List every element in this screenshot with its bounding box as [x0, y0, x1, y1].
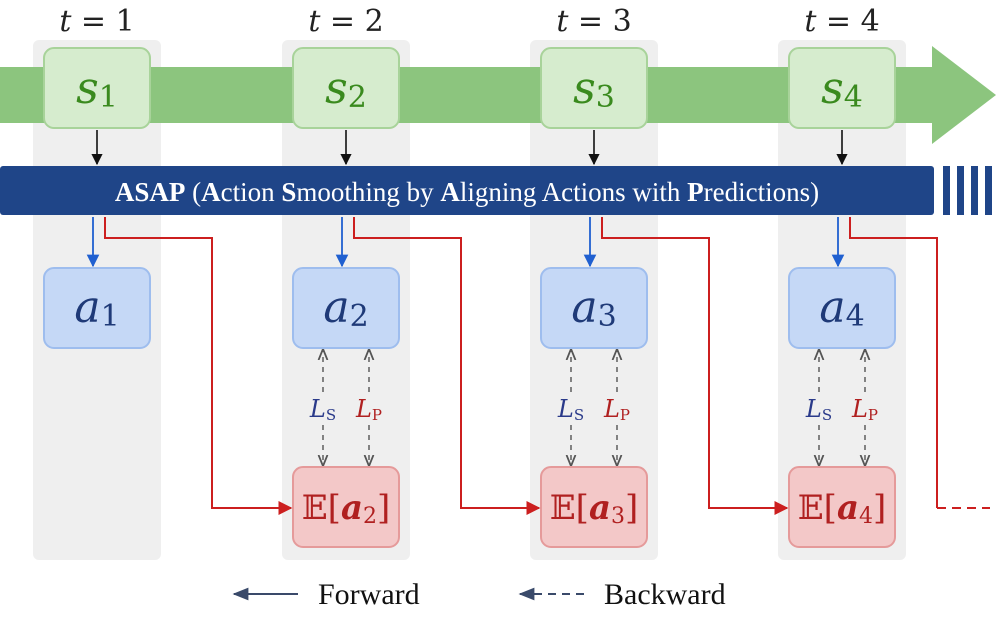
banner-stripe: [943, 166, 950, 215]
prediction-links: [104, 217, 990, 515]
timestep-label: t = 1: [59, 4, 134, 39]
state-label: s4: [821, 63, 863, 115]
state-label: s1: [76, 63, 118, 115]
state-label: s2: [325, 63, 367, 115]
action-label: a4: [819, 282, 864, 334]
state-box: [788, 47, 896, 129]
action-label: a2: [323, 282, 368, 334]
expectation-label: 𝔼[a4]: [798, 488, 886, 529]
banner-text-segment: redictions): [704, 177, 819, 207]
time-flow-band: [0, 46, 996, 144]
action-label: a3: [571, 282, 616, 334]
time-band-body: [0, 67, 932, 123]
banner-stripe: [957, 166, 964, 215]
banner-title: ASAP (Action Smoothing by Aligning Actio…: [115, 177, 819, 207]
action-label: a1: [74, 282, 119, 334]
prediction-loss-label: LP: [355, 395, 382, 424]
prediction-loss-label: LP: [603, 395, 630, 424]
action-box: [43, 267, 151, 349]
state-box: [540, 47, 648, 129]
smoothness-loss-label: LS: [557, 395, 584, 424]
banner-text-segment: P: [687, 177, 704, 207]
action-box: [292, 267, 400, 349]
prediction-link: [601, 217, 789, 515]
banner-text-segment: A: [440, 177, 460, 207]
banner-text-segment: ASAP: [115, 177, 186, 207]
action-box: [788, 267, 896, 349]
state-box: [43, 47, 151, 129]
banner-stripe: [985, 166, 992, 215]
state-label: s3: [573, 63, 615, 115]
timestep-label: t = 2: [308, 4, 383, 39]
timestep-label: t = 3: [556, 4, 631, 39]
asap-banner: ASAP (Action Smoothing by Aligning Actio…: [0, 166, 992, 215]
banner-text-segment: ction: [221, 177, 282, 207]
banner-text-segment: moothing by: [296, 177, 440, 207]
banner-background: [0, 166, 934, 215]
state-box: [292, 47, 400, 129]
prediction-link: [104, 217, 293, 515]
legend-forward-label: Forward: [318, 578, 420, 611]
time-band-arrowhead: [932, 46, 996, 144]
timestep-label: t = 4: [804, 4, 879, 39]
banner-text-segment: A: [201, 177, 221, 207]
expectation-label: 𝔼[a2]: [302, 488, 390, 529]
prediction-link: [849, 217, 938, 508]
banner-text-segment: ligning Actions with: [460, 177, 687, 207]
expectation-box: [788, 466, 896, 548]
expectation-label: 𝔼[a3]: [550, 488, 638, 529]
banner-text-segment: (: [185, 177, 201, 207]
prediction-loss-label: LP: [851, 395, 878, 424]
expectation-box: [292, 466, 400, 548]
legend: Forward Backward: [232, 578, 726, 611]
prediction-link: [353, 217, 541, 515]
smoothness-loss-label: LS: [805, 395, 832, 424]
banner-text-segment: S: [281, 177, 296, 207]
smoothness-loss-label: LS: [309, 395, 336, 424]
expectation-box: [540, 466, 648, 548]
banner-stripe: [971, 166, 978, 215]
legend-backward-label: Backward: [604, 578, 726, 611]
action-box: [540, 267, 648, 349]
